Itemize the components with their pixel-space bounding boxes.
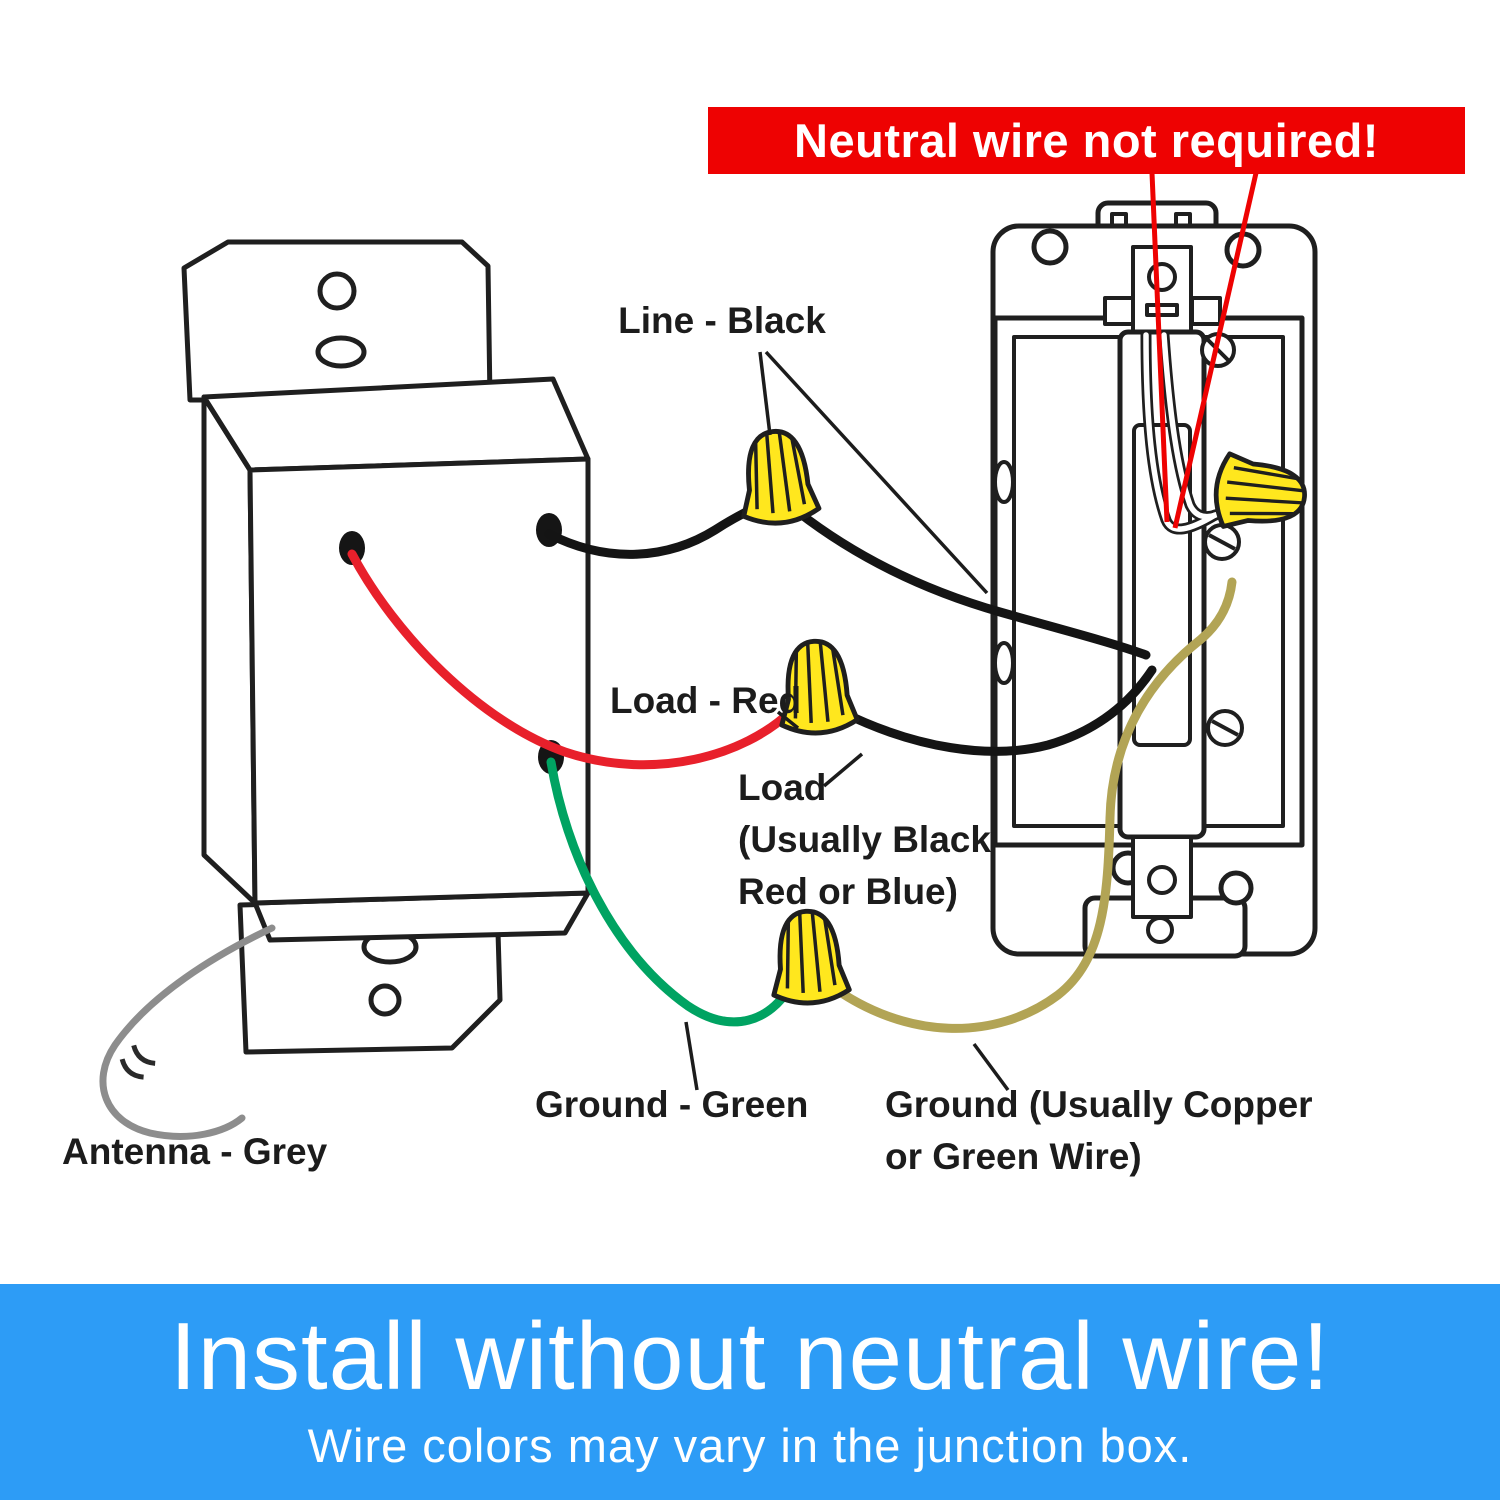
module-top-face bbox=[201, 376, 591, 473]
label-ground-green-leader bbox=[684, 1021, 699, 1091]
wires bbox=[347, 500, 1237, 1033]
bracket-hole-round bbox=[317, 271, 357, 311]
box-knockout-upper bbox=[993, 460, 1015, 504]
wire-nut-line bbox=[735, 428, 820, 527]
label-load-red-leader bbox=[776, 710, 800, 730]
antenna-wire-group bbox=[99, 924, 276, 1140]
bracket-hole-oval bbox=[315, 335, 367, 369]
bottom-bracket-hole-round bbox=[368, 983, 402, 1017]
neutral-wire-1 bbox=[1143, 332, 1218, 532]
diagram-labels: Line - Black Load - Red Load (Usually Bl… bbox=[62, 300, 1313, 1177]
slotted-screw-middle bbox=[1203, 523, 1241, 561]
switch-bottom-strap-hole bbox=[1147, 865, 1177, 895]
slotted-screw-lower bbox=[1206, 709, 1244, 747]
switch-top-strap-hole bbox=[1147, 262, 1177, 292]
box-bottom-tab-screw bbox=[1146, 916, 1174, 944]
wiring-diagram: Line - Black Load - Red Load (Usually Bl… bbox=[62, 172, 1318, 1177]
wire-break-mark bbox=[119, 1044, 156, 1080]
callout-leader-1 bbox=[1149, 172, 1170, 523]
smart-switch-module bbox=[181, 239, 591, 1055]
label-load-junction-3: Red or Blue) bbox=[738, 871, 958, 912]
ground-wire-green bbox=[546, 757, 795, 1027]
label-ground-junction-leader bbox=[972, 1042, 1010, 1092]
footer-title: Install without neutral wire! bbox=[169, 1303, 1331, 1410]
label-line-leader-1 bbox=[758, 351, 772, 436]
load-wire-red bbox=[347, 549, 795, 770]
label-load-junction-2: (Usually Black bbox=[738, 819, 991, 860]
label-load-junction-1: Load bbox=[738, 767, 826, 808]
label-ground-junction-2: or Green Wire) bbox=[885, 1136, 1142, 1177]
callout-leader-2 bbox=[1172, 172, 1259, 529]
wire-exit-load bbox=[339, 531, 365, 565]
label-ground-green: Ground - Green bbox=[535, 1084, 808, 1125]
neutral-callout-text: Neutral wire not required! bbox=[794, 114, 1379, 167]
label-antenna-grey: Antenna - Grey bbox=[62, 1131, 328, 1172]
label-load-junction-leader bbox=[822, 752, 864, 788]
module-front-face bbox=[247, 456, 591, 906]
switch-strap-wing-right bbox=[1190, 296, 1222, 326]
switch-top-strap-slot bbox=[1145, 303, 1179, 317]
wire-nut-ground bbox=[768, 909, 850, 1006]
line-wire-nut-to-box bbox=[793, 507, 1151, 660]
label-line-leader-2 bbox=[764, 350, 989, 595]
footer-subtitle: Wire colors may vary in the junction box… bbox=[307, 1419, 1193, 1472]
module-top-bracket bbox=[181, 239, 493, 403]
ground-wire-copper bbox=[825, 577, 1237, 1033]
label-load-red: Load - Red bbox=[610, 680, 801, 721]
antenna-wire bbox=[99, 924, 276, 1140]
box-knockout-lower bbox=[993, 641, 1015, 685]
callout-leaders bbox=[1149, 172, 1259, 529]
label-ground-junction-1: Ground (Usually Copper bbox=[885, 1084, 1313, 1125]
footer-banner: Install without neutral wire! Wire color… bbox=[0, 1284, 1500, 1500]
module-left-face bbox=[201, 394, 258, 906]
neutral-callout-banner: Neutral wire not required! bbox=[708, 107, 1465, 174]
screw-hole-bottom-right bbox=[1218, 870, 1254, 906]
load-wire-black-to-box bbox=[837, 665, 1157, 756]
screw-hole-top-left bbox=[1031, 228, 1069, 266]
switch-strap-wing-left bbox=[1103, 296, 1135, 326]
junction-box bbox=[990, 200, 1318, 959]
label-line-black: Line - Black bbox=[618, 300, 826, 341]
